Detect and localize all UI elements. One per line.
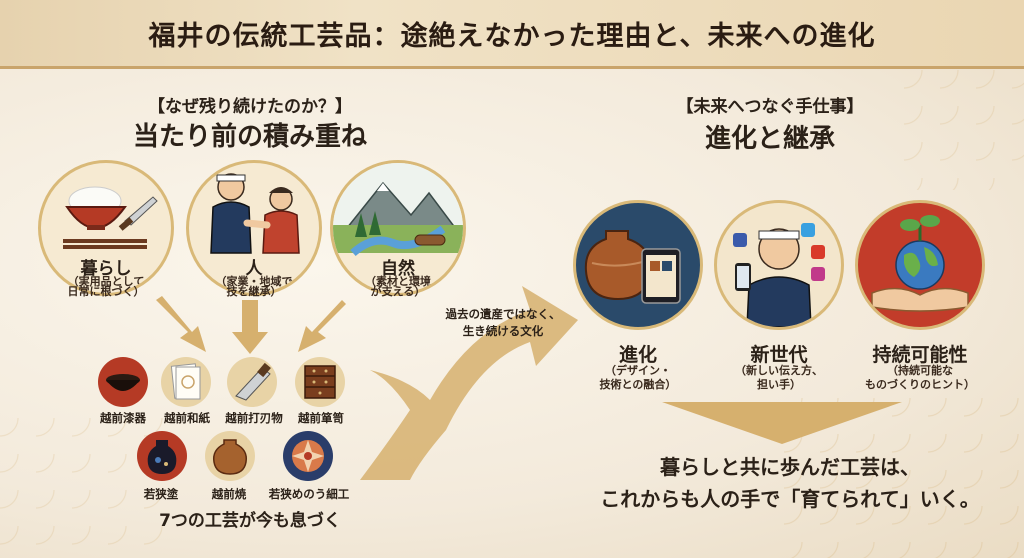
wakasa-agate-icon [283, 431, 333, 481]
funnel-arrows [156, 296, 346, 354]
crafts-summary: 7つの工芸が今も息づく [159, 511, 341, 531]
transition-arrow [360, 286, 578, 480]
new-generation-sub1: （新しい伝え方、 [735, 364, 823, 377]
echizen-lacquerware-label: 越前漆器 [100, 411, 146, 425]
life-label: 暮らし [80, 259, 132, 279]
nature-sub2: が支える） [370, 285, 426, 298]
echizen-chest-label: 越前箪笥 [298, 411, 344, 425]
pottery-tablet-icon [584, 230, 681, 304]
nature-circle: 自然 （素材と環境 [330, 160, 466, 296]
right-section-heading: 進化と継承 [704, 124, 835, 154]
echizen-washi-label: 越前和紙 [164, 411, 210, 425]
handshake-people-icon [210, 173, 300, 254]
new-generation-sub2: 担い手） [757, 378, 801, 391]
title-banner: 福井の伝統工芸品：途絶えなかった理由と、未来への進化 [0, 0, 1024, 69]
echizen-pottery-icon [205, 431, 255, 481]
conclusion-line1: 暮らしと共に歩んだ工芸は、 [660, 455, 920, 479]
wakasa-lacquer-icon [137, 431, 187, 481]
evolution-sub2: 技術との融合） [599, 378, 677, 391]
people-sub1: （家業・地域で [215, 275, 293, 288]
sustainability-sub2: ものづくりのヒント） [865, 378, 975, 391]
people-circle: 人 （家業・地域で [186, 160, 322, 296]
sustainability-sub1: （持続可能な [887, 364, 953, 377]
life-sub1: （実用品として [67, 275, 145, 288]
nature-label: 自然 [381, 259, 415, 279]
people-label: 人 [245, 259, 263, 279]
arrow-caption: 過去の遺産ではなく、 生き続ける文化 [438, 306, 568, 340]
echizen-lacquerware-icon [98, 357, 148, 407]
wakasa-lacquer-label: 若狭塗 [143, 487, 179, 501]
left-section-tag: 【なぜ残り続けたのか？】 [148, 97, 352, 117]
echizen-pottery-label: 越前焼 [211, 487, 247, 501]
wakasa-agate-label: 若狭めのう細工 [268, 487, 350, 501]
life-sub2: 日常に根づく） [67, 285, 145, 298]
left-section-heading: 当たり前の積み重ね [132, 122, 367, 152]
evolution-label: 進化 [618, 344, 657, 366]
down-arrow [662, 402, 902, 444]
right-section-tag: 【未来へつなぐ手仕事】 [676, 97, 864, 117]
young-artisan-social-icon [733, 223, 825, 327]
evolution-circle [573, 200, 703, 330]
seigaiha-pattern-top-right [904, 70, 1024, 190]
echizen-washi-icon [161, 357, 211, 407]
new-generation-label: 新世代 [750, 344, 808, 366]
echizen-knife-label: 越前打刃物 [225, 411, 283, 425]
arrow-caption-line1: 過去の遺産ではなく、 [445, 307, 561, 321]
arrow-caption-line2: 生き続ける文化 [462, 324, 544, 338]
conclusion-line2: これからも人の手で「育てられて」いく。 [600, 487, 980, 511]
sustainability-label: 持続可能性 [872, 344, 968, 366]
new-generation-circle [714, 200, 844, 330]
echizen-knife-icon [227, 357, 277, 407]
evolution-sub1: （デザイン・ [605, 364, 671, 377]
page-title: 福井の伝統工芸品：途絶えなかった理由と、未来への進化 [148, 21, 876, 52]
life-circle: 暮らし （実用品として [38, 160, 174, 296]
rice-bowl-icon [63, 186, 158, 249]
sustainability-circle [855, 200, 985, 330]
globe-in-hands-icon [871, 215, 969, 312]
echizen-chest-icon [295, 357, 345, 407]
people-sub2: 技を継承） [226, 285, 282, 298]
mountain-river-icon [333, 163, 463, 257]
nature-sub1: （素材と環境 [365, 275, 431, 288]
